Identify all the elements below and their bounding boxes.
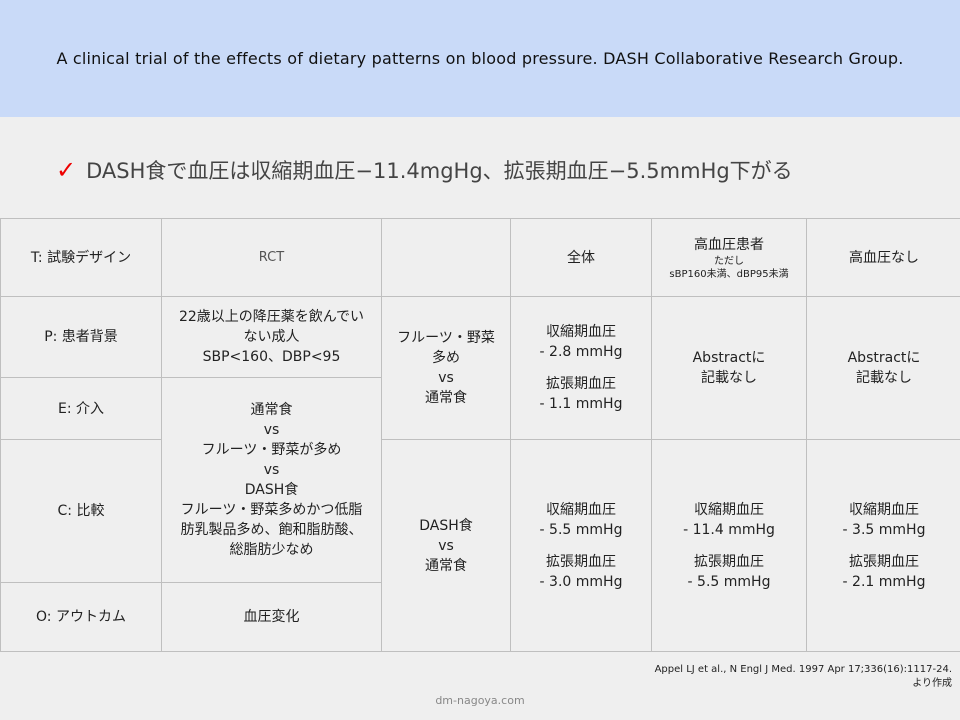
fruit-all-result: 収縮期血圧 - 2.8 mmHg 拡張期血圧 - 1.1 mmHg bbox=[510, 296, 652, 440]
ec-line: 肪乳製品多め、飽和脂肪酸、 bbox=[180, 522, 363, 538]
ec-value: 通常食 vs フルーツ・野菜が多め vs DASH食 フルーツ・野菜多めかつ低脂… bbox=[161, 377, 382, 583]
sbp-label: 収縮期血圧 bbox=[694, 501, 764, 518]
e-label: E: 介入 bbox=[0, 377, 162, 440]
dash-line: 通常食 bbox=[425, 557, 467, 574]
col-htn-note1: ただし bbox=[714, 255, 744, 267]
dbp-value: - 2.1 mmHg bbox=[842, 573, 926, 590]
note-line: Abstractに bbox=[847, 350, 921, 366]
ec-line: 総脂肪少なめ bbox=[229, 542, 314, 558]
o-label: O: アウトカム bbox=[0, 582, 162, 652]
sbp-value: - 11.4 mmHg bbox=[683, 521, 775, 538]
col-htn-title: 高血圧患者 bbox=[694, 236, 764, 253]
t-value: RCT bbox=[161, 218, 382, 297]
check-icon: ✓ bbox=[56, 156, 77, 184]
col-header-hypertension: 高血圧患者 ただし sBP160未満、dBP95未満 bbox=[651, 218, 807, 297]
key-finding-text: DASH食で血圧は収縮期血圧−11.4mgHg、拡張期血圧−5.5mmHg下がる bbox=[86, 159, 793, 183]
dash-all-result: 収縮期血圧 - 5.5 mmHg 拡張期血圧 - 3.0 mmHg bbox=[510, 439, 652, 652]
ec-line: vs bbox=[263, 462, 280, 478]
reference-line: Appel LJ et al., N Engl J Med. 1997 Apr … bbox=[654, 664, 952, 675]
table-row: C: 比較 DASH食 vs 通常食 収縮期血圧 - 5.5 mmHg 拡張期血… bbox=[0, 439, 960, 652]
dbp-label: 拡張期血圧 bbox=[546, 553, 616, 570]
slide-header: A clinical trial of the effects of dieta… bbox=[0, 0, 960, 117]
reference-citation: Appel LJ et al., N Engl J Med. 1997 Apr … bbox=[655, 663, 952, 691]
note-line: 記載なし bbox=[856, 370, 912, 386]
c-label: C: 比較 bbox=[0, 439, 162, 583]
fruit-line: フルーツ・野菜 bbox=[397, 330, 495, 346]
fruit-line: vs bbox=[438, 370, 454, 386]
ec-line: フルーツ・野菜多めかつ低脂 bbox=[180, 502, 363, 518]
p-value-line: 22歳以上の降圧薬を飲んでい bbox=[178, 309, 365, 325]
fruit-comparison: フルーツ・野菜 多め vs 通常食 bbox=[381, 296, 511, 440]
note-line: 記載なし bbox=[701, 370, 757, 386]
col-htn-note2: sBP160未満、dBP95未満 bbox=[669, 268, 789, 280]
dbp-label: 拡張期血圧 bbox=[546, 376, 616, 392]
table-row: T: 試験デザイン RCT 全体 高血圧患者 ただし sBP160未満、dBP9… bbox=[0, 218, 960, 297]
sbp-label: 収縮期血圧 bbox=[546, 501, 616, 518]
o-value: 血圧変化 bbox=[161, 582, 382, 652]
ec-line: vs bbox=[263, 422, 280, 438]
sbp-label: 収縮期血圧 bbox=[546, 324, 616, 340]
dash-nohtn-result: 収縮期血圧 - 3.5 mmHg 拡張期血圧 - 2.1 mmHg bbox=[806, 439, 960, 652]
p-value: 22歳以上の降圧薬を飲んでい ない成人 SBP<160、DBP<95 bbox=[161, 296, 382, 378]
dbp-value: - 5.5 mmHg bbox=[687, 573, 771, 590]
dbp-label: 拡張期血圧 bbox=[694, 553, 764, 570]
p-label: P: 患者背景 bbox=[0, 296, 162, 378]
fruit-line: 通常食 bbox=[425, 390, 467, 406]
sbp-value: - 2.8 mmHg bbox=[539, 344, 623, 360]
table-row: P: 患者背景 22歳以上の降圧薬を飲んでい ない成人 SBP<160、DBP<… bbox=[0, 296, 960, 440]
footer-site: dm-nagoya.com bbox=[435, 694, 525, 707]
dash-comparison: DASH食 vs 通常食 bbox=[381, 439, 511, 652]
slide-title: A clinical trial of the effects of dieta… bbox=[56, 49, 904, 68]
dash-line: DASH食 bbox=[419, 517, 473, 534]
dbp-value: - 3.0 mmHg bbox=[539, 573, 623, 590]
fruit-line: 多め bbox=[432, 350, 460, 366]
pico-table: T: 試験デザイン RCT 全体 高血圧患者 ただし sBP160未満、dBP9… bbox=[0, 218, 960, 652]
sbp-value: - 5.5 mmHg bbox=[539, 521, 623, 538]
sbp-label: 収縮期血圧 bbox=[849, 501, 919, 518]
p-value-line: SBP<160、DBP<95 bbox=[202, 349, 341, 365]
t-label: T: 試験デザイン bbox=[0, 218, 162, 297]
p-value-line: ない成人 bbox=[243, 329, 300, 345]
col-header-all: 全体 bbox=[510, 218, 652, 297]
dbp-value: - 1.1 mmHg bbox=[539, 396, 623, 412]
sbp-value: - 3.5 mmHg bbox=[842, 521, 926, 538]
fruit-nohtn-result: Abstractに 記載なし bbox=[806, 296, 960, 440]
ec-line: DASH食 bbox=[244, 482, 299, 498]
note-line: Abstractに bbox=[692, 350, 766, 366]
ec-line: 通常食 bbox=[250, 402, 293, 418]
key-finding: ✓ DASH食で血圧は収縮期血圧−11.4mgHg、拡張期血圧−5.5mmHg下… bbox=[56, 153, 793, 187]
blank-cell bbox=[381, 218, 511, 297]
table-row: O: アウトカム 血圧変化 bbox=[0, 582, 960, 652]
ec-line: フルーツ・野菜が多め bbox=[201, 442, 342, 458]
dash-line: vs bbox=[438, 537, 454, 554]
table-row: E: 介入 通常食 vs フルーツ・野菜が多め vs DASH食 フルーツ・野菜… bbox=[0, 377, 960, 583]
col-header-no-hypertension: 高血圧なし bbox=[806, 218, 960, 297]
reference-line: より作成 bbox=[912, 678, 952, 689]
fruit-htn-result: Abstractに 記載なし bbox=[651, 296, 807, 440]
dash-htn-result: 収縮期血圧 - 11.4 mmHg 拡張期血圧 - 5.5 mmHg bbox=[651, 439, 807, 652]
dbp-label: 拡張期血圧 bbox=[849, 553, 919, 570]
